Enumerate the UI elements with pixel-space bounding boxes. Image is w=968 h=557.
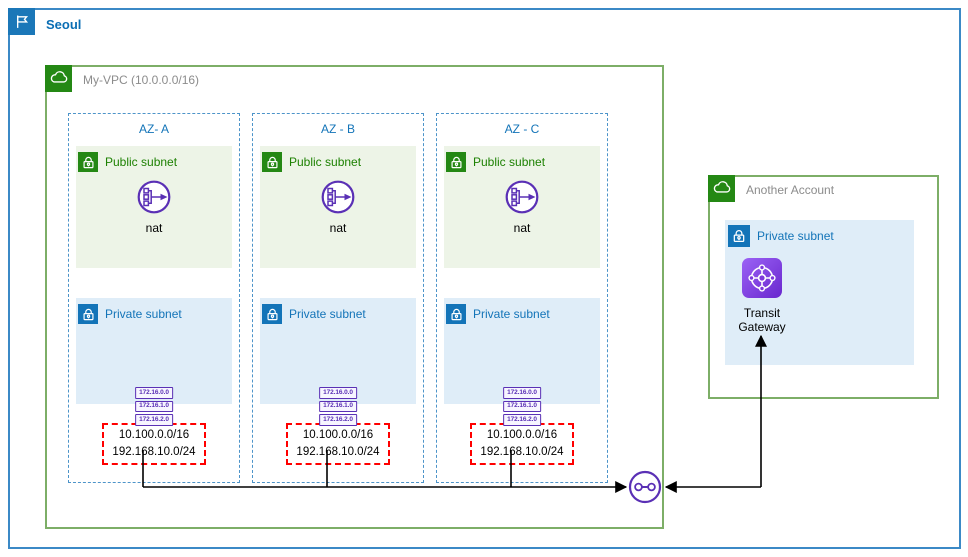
cidr-line: 192.168.10.0/24 bbox=[480, 446, 564, 458]
private-subnet-b: Private subnet bbox=[260, 298, 416, 404]
region-title: Seoul bbox=[46, 17, 82, 32]
public-subnet-c: Public subnet nat bbox=[444, 146, 600, 268]
nat-gateway-node: nat bbox=[444, 179, 600, 235]
az-box-c: AZ - C Public subnet bbox=[436, 113, 608, 483]
private-subnet-label: Private subnet bbox=[473, 307, 550, 321]
nat-label: nat bbox=[145, 221, 163, 235]
private-subnet-lock-icon bbox=[728, 225, 750, 247]
az-title: AZ - B bbox=[320, 122, 355, 136]
route-badge-stack: 172.16.0.0 172.16.1.0 172.16.2.0 bbox=[319, 387, 357, 426]
az-title: AZ - C bbox=[504, 122, 540, 136]
nat-gateway-icon bbox=[137, 180, 171, 214]
account-cloud-icon bbox=[708, 175, 735, 202]
cidr-line: 192.168.10.0/24 bbox=[296, 446, 380, 458]
transit-gateway-label: Transit Gateway bbox=[738, 306, 786, 334]
nat-gateway-icon bbox=[321, 180, 355, 214]
cidr-line: 10.100.0.0/16 bbox=[486, 429, 558, 441]
az-title: AZ- A bbox=[138, 122, 169, 136]
cidr-line: 10.100.0.0/16 bbox=[302, 429, 374, 441]
route-badge: 172.16.0.0 bbox=[135, 387, 173, 399]
nat-label: nat bbox=[329, 221, 347, 235]
route-badge: 172.16.1.0 bbox=[503, 400, 541, 412]
private-subnet-c: Private subnet bbox=[444, 298, 600, 404]
nat-gateway-node: nat bbox=[260, 179, 416, 235]
cidr-route-box: 10.100.0.0/16 192.168.10.0/24 bbox=[286, 423, 390, 465]
public-subnet-label: Public subnet bbox=[473, 155, 546, 169]
cidr-route-box: 10.100.0.0/16 192.168.10.0/24 bbox=[102, 423, 206, 465]
private-subnet-label: Private subnet bbox=[105, 307, 182, 321]
nat-label: nat bbox=[513, 221, 531, 235]
route-badge-stack: 172.16.0.0 172.16.1.0 172.16.2.0 bbox=[135, 387, 173, 426]
private-subnet-lock-icon bbox=[262, 304, 282, 324]
private-subnet-lock-icon bbox=[78, 304, 98, 324]
nat-gateway-icon bbox=[505, 180, 539, 214]
az-box-a: AZ- A Public subnet bbox=[68, 113, 240, 483]
route-badge: 172.16.1.0 bbox=[319, 400, 357, 412]
transit-gateway-node: Transit Gateway bbox=[730, 258, 794, 334]
az-box-b: AZ - B Public subnet bbox=[252, 113, 424, 483]
cidr-line: 10.100.0.0/16 bbox=[118, 429, 190, 441]
private-subnet-lock-icon bbox=[446, 304, 466, 324]
route-badge: 172.16.2.0 bbox=[135, 414, 173, 426]
vpc-title: My-VPC (10.0.0.0/16) bbox=[83, 73, 200, 87]
region-flag-icon bbox=[8, 8, 35, 35]
region-box-seoul: Seoul My-VPC (10.0.0.0/16) AZ- A bbox=[8, 8, 961, 549]
cidr-route-box: 10.100.0.0/16 192.168.10.0/24 bbox=[470, 423, 574, 465]
public-subnet-label: Public subnet bbox=[105, 155, 178, 169]
transit-gateway-icon bbox=[742, 258, 782, 298]
private-subnet-label: Private subnet bbox=[757, 229, 834, 243]
route-badge-stack: 172.16.0.0 172.16.1.0 172.16.2.0 bbox=[503, 387, 541, 426]
route-badge: 172.16.2.0 bbox=[319, 414, 357, 426]
another-account-title: Another Account bbox=[746, 183, 835, 197]
public-subnet-lock-icon bbox=[78, 152, 98, 172]
public-subnet-a: Public subnet nat bbox=[76, 146, 232, 268]
public-subnet-lock-icon bbox=[446, 152, 466, 172]
private-subnet-label: Private subnet bbox=[289, 307, 366, 321]
route-badge: 172.16.1.0 bbox=[135, 400, 173, 412]
public-subnet-b: Public subnet nat bbox=[260, 146, 416, 268]
private-subnet-a: Private subnet bbox=[76, 298, 232, 404]
public-subnet-label: Public subnet bbox=[289, 155, 362, 169]
route-badge: 172.16.0.0 bbox=[319, 387, 357, 399]
nat-gateway-node: nat bbox=[76, 179, 232, 235]
cidr-line: 192.168.10.0/24 bbox=[112, 446, 196, 458]
public-subnet-lock-icon bbox=[262, 152, 282, 172]
route-badge: 172.16.2.0 bbox=[503, 414, 541, 426]
vpc-cloud-icon bbox=[45, 65, 72, 92]
route-badge: 172.16.0.0 bbox=[503, 387, 541, 399]
